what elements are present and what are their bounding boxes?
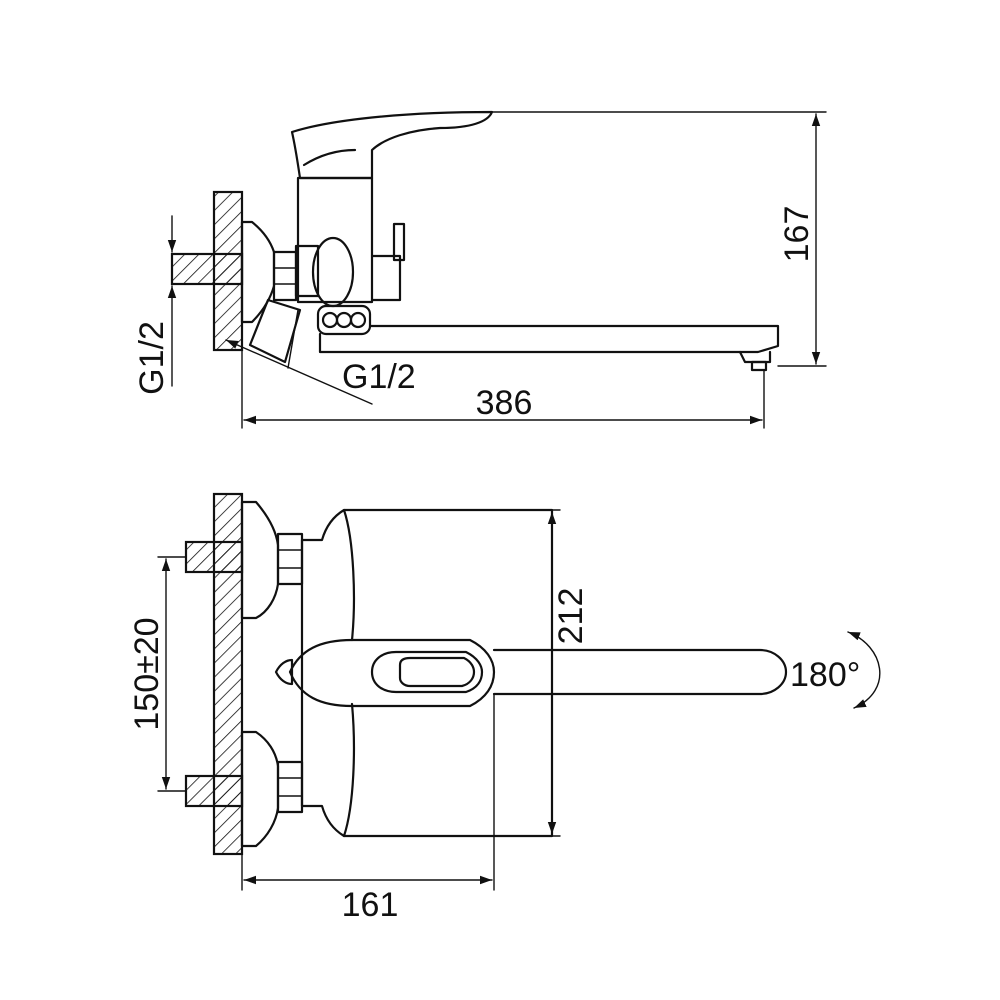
side-escutcheon <box>240 220 276 324</box>
dim-label-167: 167 <box>778 206 816 263</box>
dim-label-386: 386 <box>476 384 533 422</box>
dim-label-161: 161 <box>342 886 399 924</box>
side-spout <box>318 324 780 354</box>
side-diverter <box>370 254 402 302</box>
side-pipe-stub <box>170 252 244 286</box>
rotation-arc <box>847 631 881 709</box>
top-view: 212 161 150±20 180° <box>128 492 881 924</box>
top-escutcheon-upper <box>240 500 280 620</box>
side-nut <box>272 250 298 302</box>
top-body <box>300 508 554 838</box>
dim-label-g12-outlet: G1/2 <box>342 358 416 396</box>
top-lever-slot <box>370 650 484 694</box>
top-nut-lower <box>276 760 304 814</box>
top-pipe-stub-lower <box>184 774 244 808</box>
side-angled-connector <box>248 298 302 364</box>
side-mixer-body <box>296 176 374 304</box>
dim-label-g12-inlet: G1/2 <box>133 321 171 395</box>
top-nut-upper <box>276 532 304 586</box>
side-swivel-ring <box>316 304 372 336</box>
side-lever <box>290 110 494 180</box>
top-pipe-stub-upper <box>184 540 244 574</box>
top-lever <box>288 638 496 708</box>
rotation-label: 180° <box>790 656 860 694</box>
dim-label-150: 150±20 <box>128 617 166 730</box>
top-escutcheon-lower <box>240 730 280 848</box>
side-view: 167 386 G1/2 G1/2 <box>133 110 827 429</box>
dim-label-212: 212 <box>552 588 590 645</box>
top-spout <box>492 648 788 696</box>
side-aerator <box>738 350 772 364</box>
